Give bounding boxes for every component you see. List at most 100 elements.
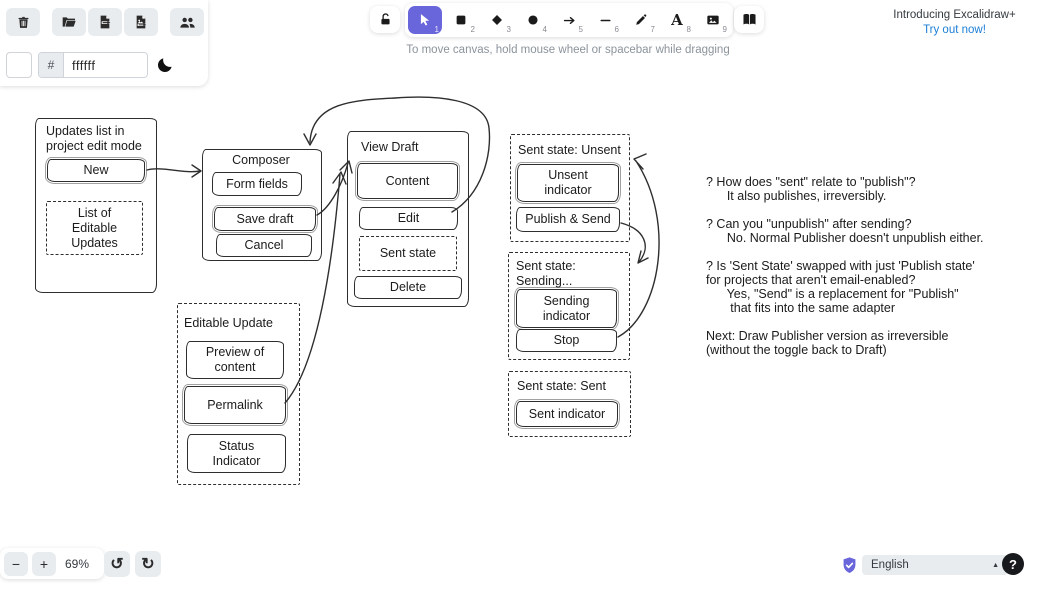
book-icon <box>742 14 756 25</box>
node-sent-panel[interactable] <box>508 371 631 437</box>
node-label: Form fields <box>226 176 288 191</box>
language-label: English <box>871 559 909 571</box>
shield-check-icon <box>843 557 856 573</box>
tool-shortcut: 2 <box>470 25 475 34</box>
node-status-indicator[interactable]: Status Indicator <box>187 434 286 473</box>
export-image-button[interactable] <box>124 8 158 36</box>
hex-prefix: # <box>39 53 64 77</box>
node-label: List of Editable Updates <box>71 205 118 250</box>
node-label: Save draft <box>236 211 294 226</box>
node-edit[interactable]: Edit <box>359 207 458 230</box>
zoom-in-button[interactable]: + <box>32 551 56 576</box>
sent-title[interactable]: Sent state: Sent <box>517 379 606 393</box>
language-select[interactable]: English ▲ <box>862 555 1008 575</box>
node-sending-panel[interactable] <box>508 252 630 360</box>
tool-shortcut: 8 <box>686 25 691 34</box>
node-view-draft-panel[interactable] <box>347 131 469 307</box>
updates-panel-title[interactable]: Updates list in project edit mode <box>46 124 142 153</box>
editable-update-title[interactable]: Editable Update <box>184 316 273 330</box>
node-preview-of-content[interactable]: Preview of content <box>186 341 284 379</box>
text-tool-icon: A <box>671 10 683 29</box>
node-label: Content <box>385 173 430 188</box>
node-label: Unsent indicator <box>544 168 592 197</box>
node-save-draft[interactable]: Save draft <box>211 204 319 234</box>
node-sent-state[interactable]: Sent state <box>359 236 457 271</box>
tool-arrow[interactable]: 5 <box>552 6 586 34</box>
library-island <box>734 6 764 33</box>
node-composer-panel[interactable] <box>202 149 322 261</box>
view-draft-title[interactable]: View Draft <box>361 140 419 154</box>
node-label: Edit <box>397 211 420 225</box>
dark-mode-toggle[interactable] <box>153 53 177 77</box>
promo-title: Introducing Excalidraw+ <box>893 9 1016 21</box>
encryption-badge[interactable] <box>840 556 859 577</box>
tool-image[interactable]: 9 <box>696 6 730 34</box>
node-updates-panel[interactable] <box>35 118 157 293</box>
diamond-icon <box>492 15 502 25</box>
collaborators-icon <box>179 17 195 28</box>
node-unsent-panel[interactable] <box>510 134 630 242</box>
node-editable-update-panel[interactable] <box>177 303 300 485</box>
collaborators-button[interactable] <box>170 8 204 36</box>
tool-shortcut: 3 <box>506 25 511 34</box>
zoom-level[interactable]: 69% <box>65 556 90 571</box>
unsent-title[interactable]: Sent state: Unsent <box>518 143 621 157</box>
node-label: Preview of content <box>205 345 265 374</box>
node-unsent-indicator[interactable]: Unsent indicator <box>514 161 622 205</box>
export-button[interactable] <box>88 8 122 36</box>
sending-title[interactable]: Sent state: Sending... <box>516 259 576 288</box>
hex-input[interactable] <box>64 53 146 77</box>
node-permalink[interactable]: Permalink <box>181 383 289 427</box>
load-scene-button[interactable] <box>52 8 86 36</box>
canvas-hint: To move canvas, hold mouse wheel or spac… <box>406 44 730 56</box>
node-stop[interactable]: Stop <box>516 329 617 352</box>
redo-button[interactable]: ↻ <box>135 551 161 577</box>
moon-icon <box>157 58 172 73</box>
file-actions <box>6 8 204 36</box>
node-cancel[interactable]: Cancel <box>216 234 312 257</box>
node-content[interactable]: Content <box>354 160 461 202</box>
tool-text[interactable]: A 8 <box>660 6 694 34</box>
node-delete[interactable]: Delete <box>354 276 462 299</box>
zoom-out-button[interactable]: − <box>4 551 28 576</box>
tool-draw[interactable]: 7 <box>624 6 658 34</box>
arrow-icon <box>563 16 575 24</box>
undo-button[interactable]: ↺ <box>104 551 130 577</box>
unlock-icon <box>380 13 390 25</box>
notes-text[interactable]: ? How does "sent" relate to "publish"? I… <box>706 175 984 357</box>
undo-icon: ↺ <box>110 556 124 573</box>
open-folder-icon <box>62 17 76 27</box>
canvas-background-hex-field: # <box>38 52 148 78</box>
node-label: Cancel <box>244 238 284 252</box>
tool-selection[interactable]: 1 <box>408 6 442 34</box>
node-publish-send[interactable]: Publish & Send <box>516 207 620 232</box>
node-sending-indicator[interactable]: Sending indicator <box>513 286 620 331</box>
line-icon <box>600 19 610 21</box>
node-new-button[interactable]: New <box>44 156 148 185</box>
library-button[interactable] <box>736 8 762 31</box>
keep-tool-active-lock[interactable] <box>372 8 398 31</box>
tool-line[interactable]: 6 <box>588 6 622 34</box>
tool-diamond[interactable]: 3 <box>480 6 514 34</box>
help-button[interactable]: ? <box>1002 553 1024 575</box>
node-form-fields[interactable]: Form fields <box>212 172 302 196</box>
node-sent-indicator[interactable]: Sent indicator <box>513 398 621 430</box>
tool-rectangle[interactable]: 2 <box>444 6 478 34</box>
tool-shortcut: 4 <box>542 25 547 34</box>
node-label: Sending indicator <box>542 293 591 323</box>
composer-title[interactable]: Composer <box>232 153 290 167</box>
promo-link[interactable]: Try out now! <box>923 24 986 36</box>
export-file-icon <box>100 15 111 29</box>
caret-up-icon: ▲ <box>992 561 999 569</box>
tool-shortcut: 6 <box>614 25 619 34</box>
node-label: New <box>83 163 109 177</box>
node-editable-updates-list[interactable]: List of Editable Updates <box>46 201 143 255</box>
tool-ellipse[interactable]: 4 <box>516 6 550 34</box>
node-label: Sent indicator <box>528 406 606 421</box>
node-label: Publish & Send <box>525 212 611 226</box>
tool-shortcut: 1 <box>434 25 439 34</box>
canvas-background-swatch[interactable] <box>6 52 32 78</box>
clear-canvas-button[interactable] <box>6 8 40 36</box>
